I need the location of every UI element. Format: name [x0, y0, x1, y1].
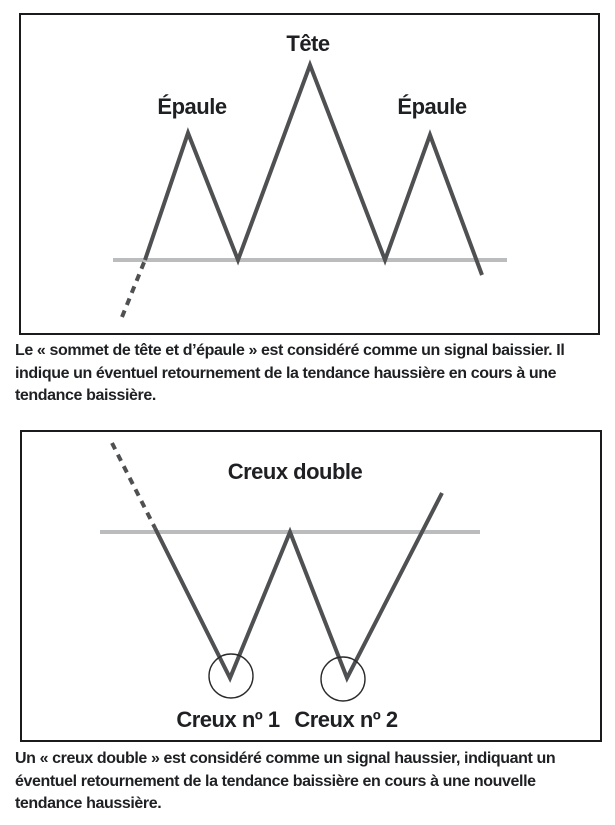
trough2-circle-marker	[320, 656, 366, 702]
caption-line: tendance haussière.	[15, 795, 162, 812]
caption-line: Le « sommet de tête et d’épaule » est co…	[15, 342, 565, 359]
double-bottom-chart	[100, 442, 480, 702]
downtrend-dashed-line	[110, 442, 157, 529]
double-bottom-title: Creux double	[227, 459, 363, 484]
left-shoulder-label: Épaule	[157, 94, 227, 119]
price-zigzag-line	[153, 492, 444, 683]
caption-line: tendance baissière.	[15, 387, 156, 404]
caption-line: indique un éventuel retournement de la t…	[15, 364, 557, 382]
uptrend-dashed-line	[120, 259, 147, 318]
caption-line: Un « creux double » est considéré comme …	[15, 750, 556, 767]
caption-line: éventuel retournement de la tendance bai…	[15, 772, 536, 790]
head-label: Tête	[286, 31, 330, 56]
head-and-shoulders-chart	[113, 59, 507, 318]
trough2-label: Creux nº 2	[294, 707, 398, 732]
price-zigzag-line	[143, 59, 484, 276]
double-bottom-panel: Creux double Creux nº 1 Creux nº 2	[20, 430, 602, 742]
right-shoulder-label: Épaule	[397, 94, 467, 119]
trough1-circle-marker	[208, 653, 254, 699]
double-bottom-caption: Un « creux double » est considéré comme …	[15, 748, 556, 816]
head-and-shoulders-caption: Le « sommet de tête et d’épaule » est co…	[15, 340, 565, 408]
trough1-label: Creux nº 1	[176, 707, 280, 732]
head-and-shoulders-panel: Tête Épaule Épaule	[19, 13, 600, 335]
